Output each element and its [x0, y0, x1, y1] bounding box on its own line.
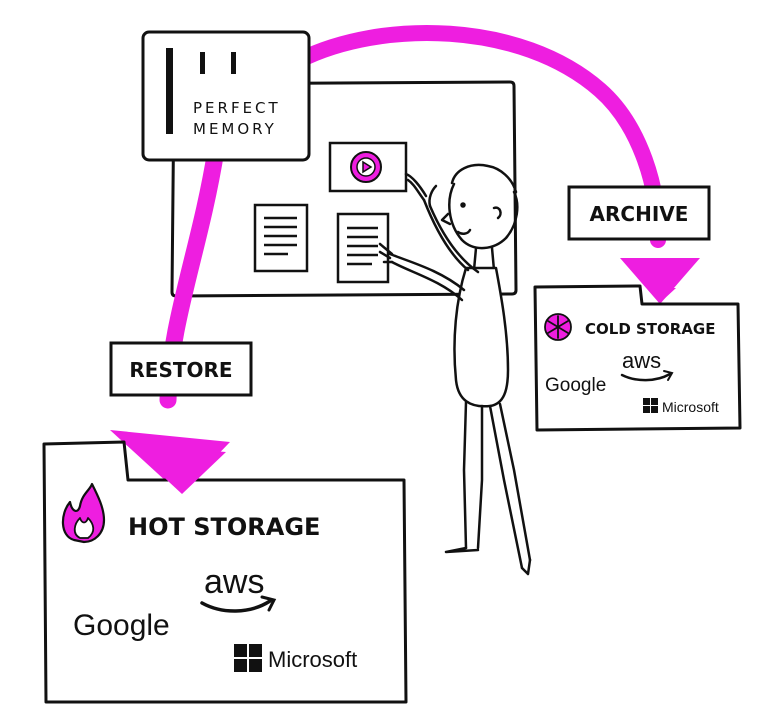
hot-google-logo: Google — [73, 609, 170, 642]
flame-icon — [61, 482, 106, 544]
cold-storage-title: COLD STORAGE — [585, 320, 716, 338]
cold-microsoft-logo: Microsoft — [662, 399, 719, 415]
restore-arrow — [110, 141, 230, 494]
snowflake-icon — [544, 313, 572, 341]
cold-storage-folder: COLD STORAGE aws Google Microsoft — [533, 284, 742, 432]
perfect-memory-logo: PERFECT MEMORY — [141, 30, 311, 162]
three-bars-icon — [166, 48, 236, 134]
microsoft-logo-icon — [643, 398, 658, 413]
microsoft-logo-icon — [234, 644, 262, 672]
person-illustration — [378, 163, 532, 576]
cold-aws-logo: aws — [622, 348, 661, 373]
hot-microsoft-logo: Microsoft — [268, 647, 357, 672]
hot-storage-folder: HOT STORAGE aws Google Microsoft — [42, 440, 408, 704]
document-icon — [253, 203, 309, 273]
restore-label-text: RESTORE — [129, 358, 232, 382]
hot-aws-logo: aws — [204, 563, 264, 601]
aws-smile-icon — [200, 599, 272, 613]
logo-line-2: MEMORY — [193, 120, 277, 138]
video-thumbnail-icon — [328, 141, 408, 193]
archive-label: ARCHIVE — [567, 185, 711, 241]
aws-smile-icon — [620, 372, 672, 382]
logo-line-1: PERFECT — [193, 99, 281, 117]
cold-google-logo: Google — [545, 375, 606, 396]
document-icon — [336, 212, 390, 284]
archive-label-text: ARCHIVE — [590, 202, 689, 226]
restore-label: RESTORE — [109, 341, 253, 397]
hot-storage-title: HOT STORAGE — [128, 513, 320, 541]
archive-arrow — [292, 24, 700, 304]
